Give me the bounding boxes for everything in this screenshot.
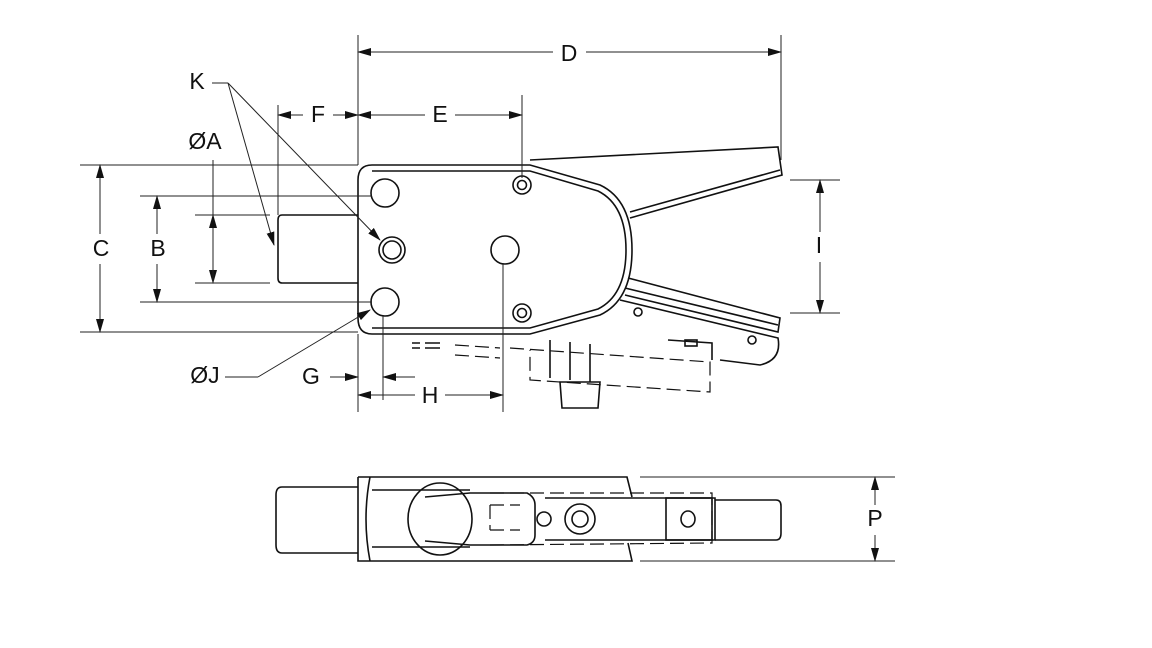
dim-label-d: D [561, 40, 578, 66]
dim-label-b: B [150, 235, 165, 261]
dim-label-a: ØA [188, 128, 222, 154]
hex-screw-top [564, 503, 596, 535]
dim-label-g: G [302, 363, 320, 389]
screw-top [512, 175, 532, 195]
top-view [275, 476, 782, 562]
body-top [357, 476, 633, 562]
dim-label-f: F [311, 101, 325, 127]
dim-label-h: H [422, 382, 439, 408]
lower-jaw [624, 277, 781, 333]
upper-jaw [529, 146, 783, 219]
mounting-hole-bottom [370, 287, 400, 317]
pin-rod-top [275, 486, 358, 554]
dim-label-e: E [432, 101, 447, 127]
pin-rod [277, 214, 358, 284]
dimensions: D F E C B ØA I K ØJ G [80, 35, 840, 412]
dim-label-k: K [189, 68, 205, 94]
body-plate [357, 164, 633, 335]
dim-label-p: P [867, 505, 882, 531]
dim-label-i: I [816, 232, 822, 258]
dimension-p: P [640, 476, 895, 562]
screw-bottom [512, 303, 532, 323]
side-view [277, 146, 783, 409]
dim-label-c: C [93, 235, 110, 261]
sensor-plug [559, 381, 601, 409]
hex-screw [378, 236, 406, 264]
center-hole [490, 235, 520, 265]
dim-label-j: ØJ [190, 362, 219, 388]
mounting-hole-top [370, 178, 400, 208]
